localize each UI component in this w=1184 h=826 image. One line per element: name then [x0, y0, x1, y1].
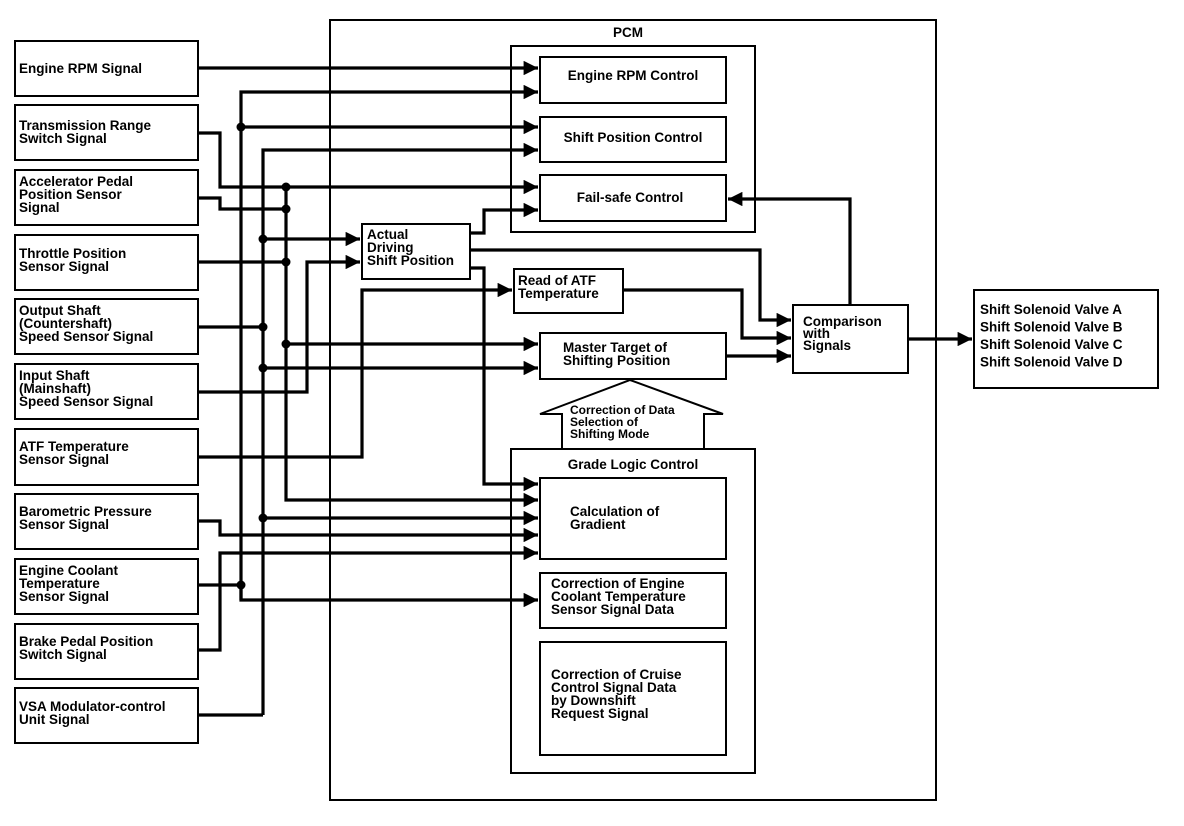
block-engine-rpm-control: Engine RPM Control	[539, 56, 727, 104]
svg-text:Input Shaft(Mainshaft)Speed Se: Input Shaft(Mainshaft)Speed Sensor Signa…	[19, 368, 153, 409]
junction-dot	[258, 322, 268, 332]
wire-brake	[198, 545, 538, 652]
wire-bus-286	[284, 187, 538, 508]
grade-logic-title: Grade Logic Control	[568, 457, 699, 472]
svg-text:Engine RPM Signal: Engine RPM Signal	[19, 61, 142, 76]
svg-text:Fail-safe Control: Fail-safe Control	[577, 190, 684, 205]
input-output-shaft-speed-sensor-signal: Output Shaft(Countershaft)Speed Sensor S…	[14, 298, 199, 355]
svg-text:Shift Position Control: Shift Position Control	[564, 130, 703, 145]
pcm-title: PCM	[613, 25, 643, 40]
wire-trans-range	[198, 131, 538, 195]
wire-actual-failsafe	[470, 202, 538, 235]
junction-dot	[281, 339, 291, 349]
svg-text:Engine RPM Control: Engine RPM Control	[568, 68, 699, 83]
block-fail-safe-control: Fail-safe Control	[539, 174, 727, 222]
wire-actual-comparison	[470, 248, 791, 328]
input-engine-rpm-signal: Engine RPM Signal	[14, 40, 199, 97]
wire-engine-coolant	[198, 583, 538, 608]
wire-readatf-comparison	[623, 288, 791, 346]
junction-dot	[258, 234, 268, 244]
wire-comparison-failsafe	[728, 191, 852, 305]
block-shift-position-control: Shift Position Control	[539, 116, 727, 163]
junction-dot	[236, 580, 246, 590]
wire-input-shaft-actual	[198, 254, 360, 394]
wire-bus-241-rpm-ctrl	[239, 84, 538, 600]
wire-barometric	[198, 519, 538, 543]
input-input-shaft-speed-sensor-signal: Input Shaft(Mainshaft)Speed Sensor Signa…	[14, 363, 199, 420]
wire-actual-gradient	[470, 266, 538, 492]
junction-dot	[236, 122, 246, 132]
correction-arrow	[539, 378, 724, 450]
wire-atf	[198, 282, 512, 459]
junction-dot	[258, 513, 268, 523]
svg-text:Output Shaft(Countershaft)Spee: Output Shaft(Countershaft)Speed Sensor S…	[19, 303, 153, 344]
junction-dot	[281, 204, 291, 214]
wires	[198, 60, 972, 717]
junction-dot	[281, 182, 291, 192]
wire-bus-263-shift-ctrl	[261, 142, 538, 715]
pcm-frame	[329, 19, 937, 801]
junction-dot	[281, 257, 291, 267]
control-group-frame	[510, 45, 756, 233]
junction-dot	[258, 363, 268, 373]
wire-accelerator	[198, 196, 286, 211]
